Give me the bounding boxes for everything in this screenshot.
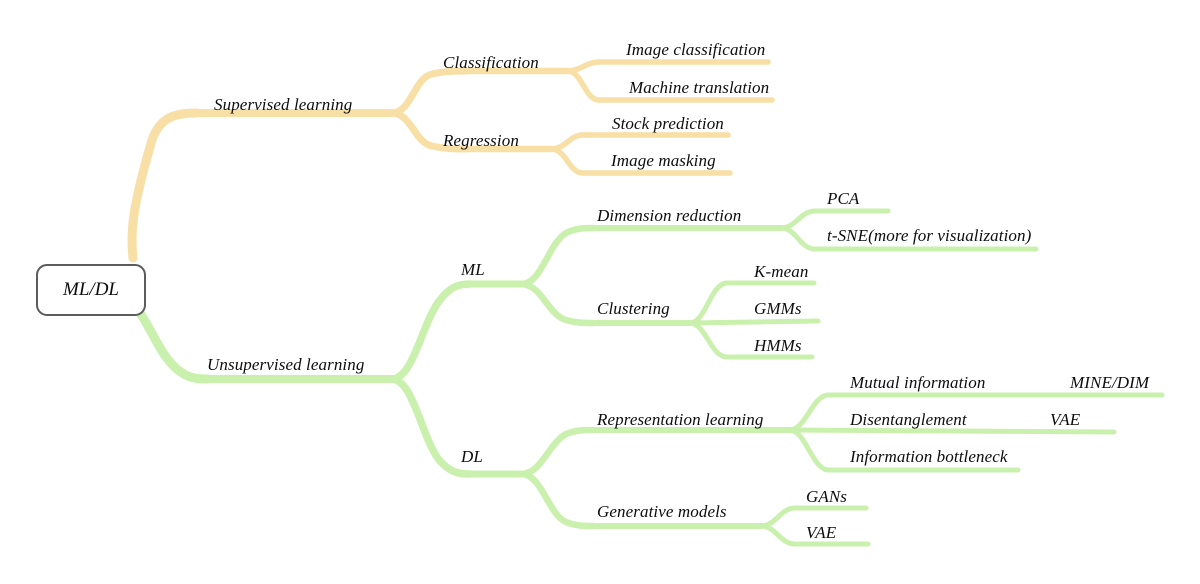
edge-ml-dimension-reduction bbox=[518, 224, 598, 288]
node-kmean[interactable]: K-mean bbox=[754, 262, 809, 281]
edge-dl-representation bbox=[518, 426, 598, 478]
node-gmms[interactable]: GMMs bbox=[754, 299, 802, 318]
edge-regression-stock bbox=[549, 132, 731, 152]
edge-dr-tsne bbox=[779, 225, 1039, 252]
node-vae-representation[interactable]: VAE bbox=[1050, 410, 1081, 429]
edge-unsupervised-dl bbox=[388, 375, 474, 478]
edge-classification-translation bbox=[565, 68, 775, 103]
node-dimension-reduction[interactable]: Dimension reduction bbox=[597, 206, 742, 225]
node-mine-dim[interactable]: MINE/DIM bbox=[1070, 373, 1150, 392]
node-hmms[interactable]: HMMs bbox=[754, 336, 802, 355]
node-mutual-information[interactable]: Mutual information bbox=[850, 373, 986, 392]
edge-classification-image bbox=[565, 59, 771, 74]
edge-clustering-gmms bbox=[687, 318, 821, 326]
node-gans[interactable]: GANs bbox=[806, 487, 848, 506]
node-representation-learning[interactable]: Representation learning bbox=[597, 410, 764, 429]
edge-root-supervised bbox=[127, 108, 201, 263]
edge-supervised-regression bbox=[388, 109, 470, 153]
node-stock-prediction[interactable]: Stock prediction bbox=[612, 114, 724, 133]
node-information-bottleneck[interactable]: Information bottleneck bbox=[850, 447, 1008, 466]
edge-ml-clustering bbox=[518, 280, 598, 327]
edge-gen-vae bbox=[759, 523, 871, 547]
root-node[interactable]: ML/DL bbox=[36, 264, 146, 316]
node-unsupervised-learning[interactable]: Unsupervised learning bbox=[207, 355, 365, 374]
node-image-masking[interactable]: Image masking bbox=[611, 151, 716, 170]
node-regression[interactable]: Regression bbox=[443, 131, 519, 150]
node-pca[interactable]: PCA bbox=[827, 189, 860, 208]
node-disentanglement[interactable]: Disentanglement bbox=[850, 410, 967, 429]
edge-root-unsupervised bbox=[135, 308, 213, 384]
edge-dl-generative bbox=[518, 470, 598, 530]
edge-clustering-hmms bbox=[687, 320, 815, 360]
node-clustering[interactable]: Clustering bbox=[597, 299, 670, 318]
node-machine-translation[interactable]: Machine translation bbox=[629, 78, 770, 97]
node-tsne[interactable]: t-SNE(more for visualization) bbox=[827, 226, 1032, 245]
node-supervised-learning[interactable]: Supervised learning bbox=[214, 95, 353, 114]
edge-supervised-classification bbox=[388, 67, 470, 117]
node-image-classification[interactable]: Image classification bbox=[626, 40, 766, 59]
root-node-label: ML/DL bbox=[63, 279, 119, 300]
node-generative-models[interactable]: Generative models bbox=[597, 502, 727, 521]
edge-repr-information-bottleneck bbox=[787, 427, 1021, 473]
edge-regression-masking bbox=[549, 146, 733, 176]
node-dl[interactable]: DL bbox=[461, 447, 483, 466]
node-classification[interactable]: Classification bbox=[443, 53, 539, 72]
edge-repr-mutual-information bbox=[787, 392, 1165, 433]
node-vae-generative[interactable]: VAE bbox=[806, 523, 837, 542]
edge-unsupervised-ml bbox=[388, 280, 474, 383]
edge-repr-disentanglement bbox=[787, 427, 1117, 435]
node-ml[interactable]: ML bbox=[461, 260, 485, 279]
